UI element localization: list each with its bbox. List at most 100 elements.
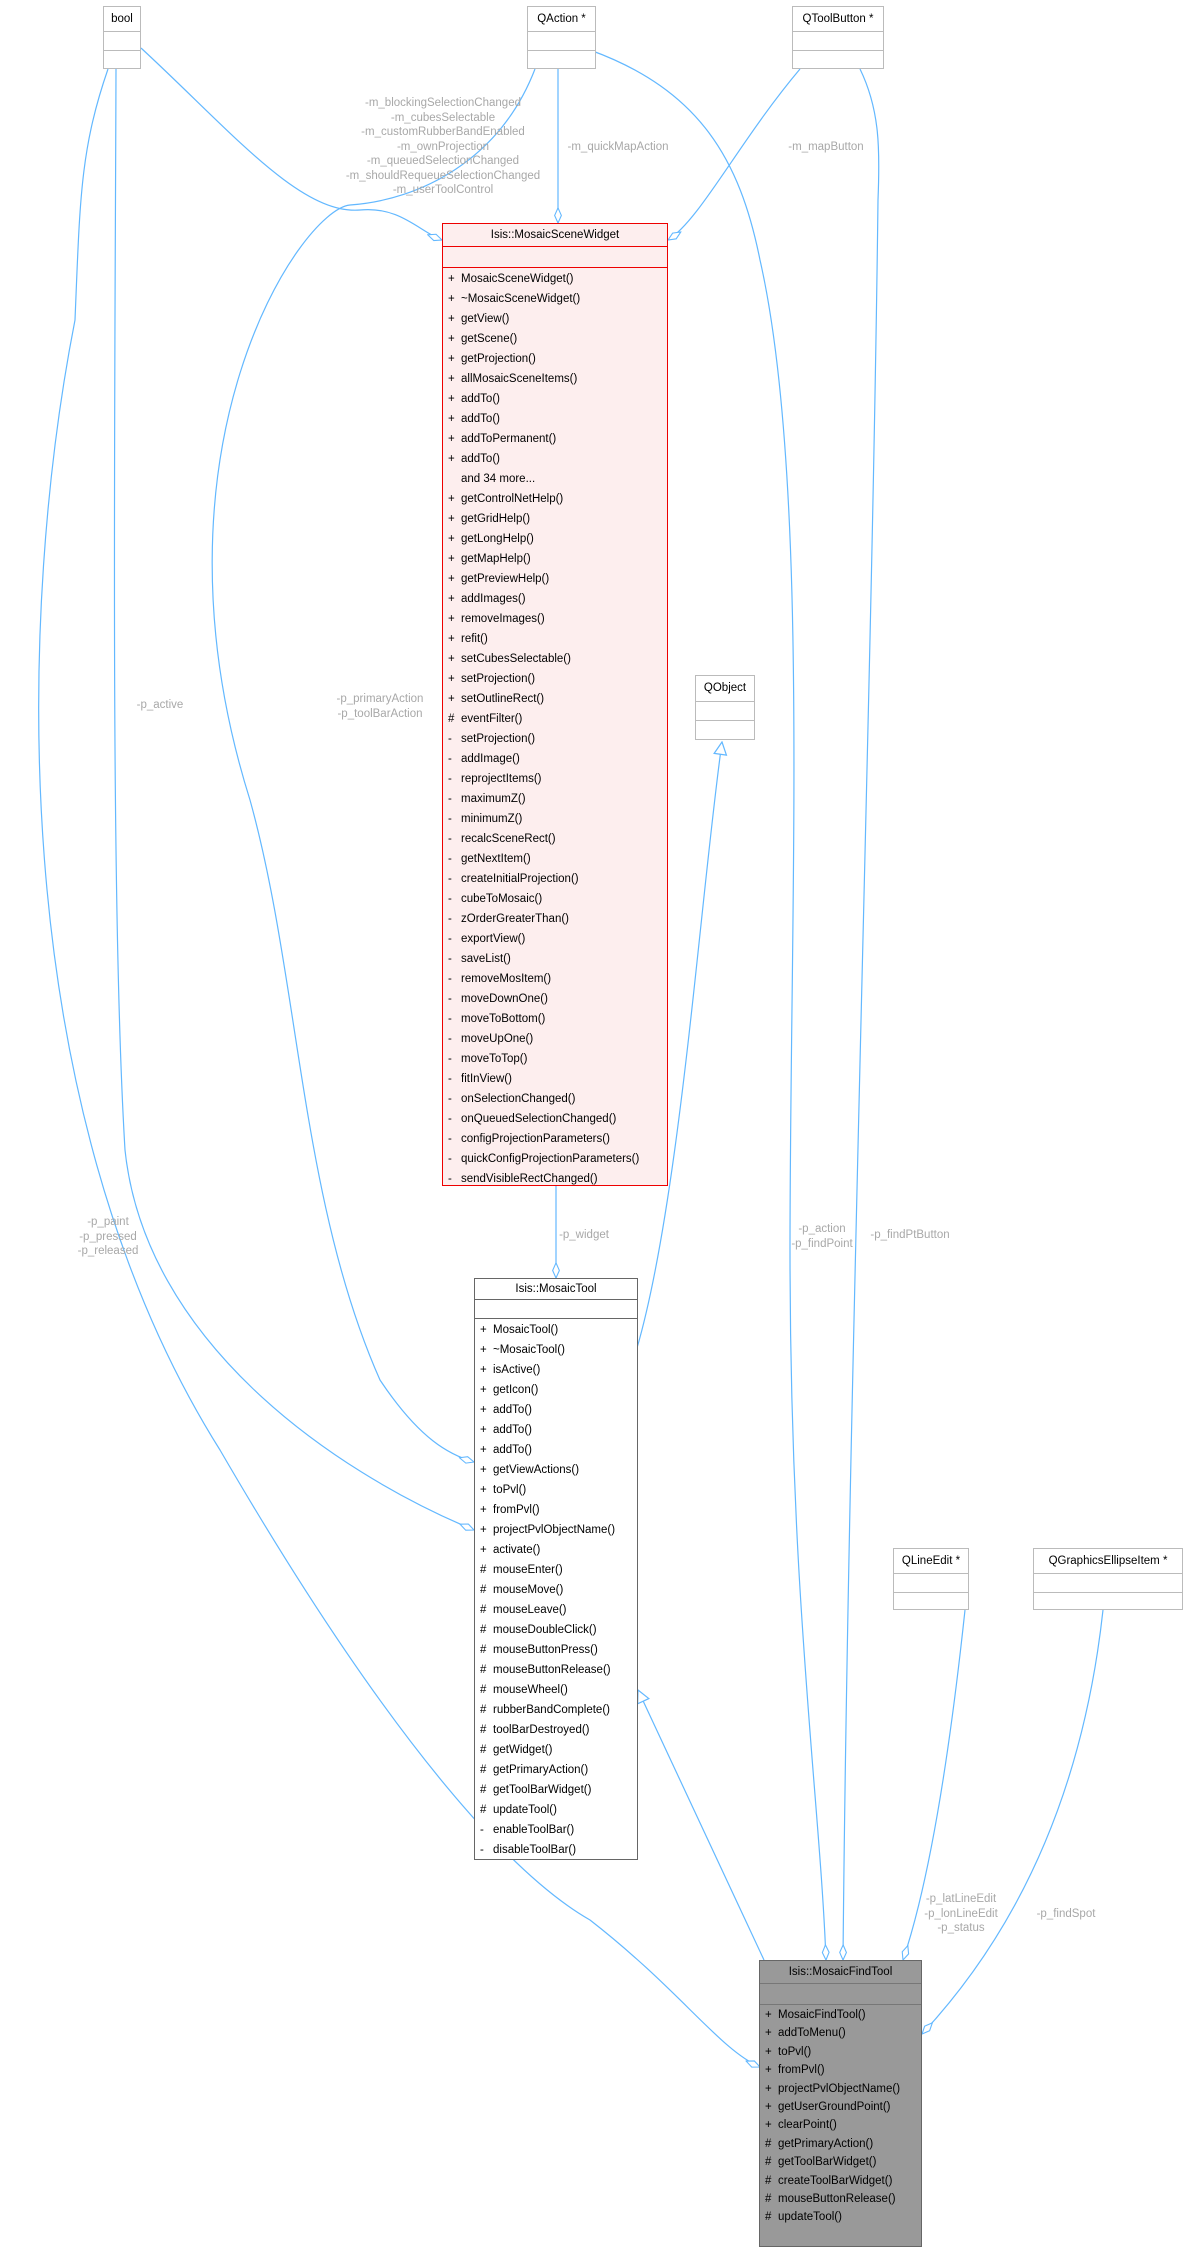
member-row[interactable]: +addToMenu()	[760, 2024, 921, 2042]
member-row[interactable]: -moveUpOne()	[443, 1029, 667, 1049]
member-row[interactable]: +getView()	[443, 309, 667, 329]
member-row[interactable]: -maximumZ()	[443, 789, 667, 809]
member-row[interactable]: +toPvl()	[760, 2043, 921, 2061]
member-row[interactable]: -fitInView()	[443, 1069, 667, 1089]
member-row[interactable]: +addTo()	[475, 1420, 637, 1440]
member-row[interactable]: +getMapHelp()	[443, 549, 667, 569]
member-row[interactable]: -setProjection()	[443, 729, 667, 749]
member-row[interactable]: #mouseLeave()	[475, 1600, 637, 1620]
member-row[interactable]: -getNextItem()	[443, 849, 667, 869]
member-row[interactable]: +fromPvl()	[760, 2061, 921, 2079]
member-row[interactable]: -removeMosItem()	[443, 969, 667, 989]
member-row[interactable]: +getScene()	[443, 329, 667, 349]
member-row[interactable]: +allMosaicSceneItems()	[443, 369, 667, 389]
member-row[interactable]: +getPreviewHelp()	[443, 569, 667, 589]
member-row[interactable]: -reprojectItems()	[443, 769, 667, 789]
member-row[interactable]: +fromPvl()	[475, 1500, 637, 1520]
member-row[interactable]: +activate()	[475, 1540, 637, 1560]
member-row[interactable]: -createInitialProjection()	[443, 869, 667, 889]
member-row[interactable]: +MosaicFindTool()	[760, 2006, 921, 2024]
member-name: mouseEnter()	[493, 1564, 563, 1576]
member-row[interactable]: +projectPvlObjectName()	[760, 2080, 921, 2098]
member-row[interactable]: -quickConfigProjectionParameters()	[443, 1149, 667, 1169]
member-row[interactable]: +addToPermanent()	[443, 429, 667, 449]
member-row[interactable]: +getIcon()	[475, 1380, 637, 1400]
member-row[interactable]: +setProjection()	[443, 669, 667, 689]
class-qgraphicsellipseitem[interactable]: QGraphicsEllipseItem *	[1033, 1548, 1183, 1610]
member-row[interactable]: #mouseEnter()	[475, 1560, 637, 1580]
member-row[interactable]: #getToolBarWidget()	[475, 1780, 637, 1800]
class-bool[interactable]: bool	[103, 6, 141, 69]
member-row[interactable]: #getPrimaryAction()	[475, 1760, 637, 1780]
member-row[interactable]: -moveToTop()	[443, 1049, 667, 1069]
member-row[interactable]: +clearPoint()	[760, 2116, 921, 2134]
member-row[interactable]: +getUserGroundPoint()	[760, 2098, 921, 2116]
member-row[interactable]: +MosaicSceneWidget()	[443, 269, 667, 289]
member-row[interactable]: -recalcSceneRect()	[443, 829, 667, 849]
class-mosaicscenewidget[interactable]: Isis::MosaicSceneWidget+MosaicSceneWidge…	[442, 223, 668, 1186]
member-row[interactable]: +setCubesSelectable()	[443, 649, 667, 669]
member-row[interactable]: #createToolBarWidget()	[760, 2172, 921, 2190]
member-row[interactable]: #getWidget()	[475, 1740, 637, 1760]
member-row[interactable]: #updateTool()	[760, 2208, 921, 2226]
class-qaction[interactable]: QAction *	[527, 6, 596, 69]
member-row[interactable]: #mouseButtonPress()	[475, 1640, 637, 1660]
member-row[interactable]: +~MosaicTool()	[475, 1340, 637, 1360]
member-row[interactable]: +addTo()	[475, 1440, 637, 1460]
member-row[interactable]: -enableToolBar()	[475, 1820, 637, 1840]
member-row[interactable]: +addTo()	[443, 449, 667, 469]
member-row[interactable]: +addImages()	[443, 589, 667, 609]
member-row[interactable]: +MosaicTool()	[475, 1320, 637, 1340]
member-row[interactable]: +~MosaicSceneWidget()	[443, 289, 667, 309]
member-row[interactable]: +addTo()	[443, 409, 667, 429]
member-row[interactable]: #updateTool()	[475, 1800, 637, 1820]
member-row[interactable]: -exportView()	[443, 929, 667, 949]
member-row[interactable]: -moveDownOne()	[443, 989, 667, 1009]
member-row[interactable]: #mouseWheel()	[475, 1680, 637, 1700]
member-row[interactable]: -addImage()	[443, 749, 667, 769]
member-row[interactable]: +getGridHelp()	[443, 509, 667, 529]
member-row[interactable]: +isActive()	[475, 1360, 637, 1380]
member-row[interactable]: -onQueuedSelectionChanged()	[443, 1109, 667, 1129]
member-row[interactable]: -sendVisibleRectChanged()	[443, 1169, 667, 1189]
member-row[interactable]: +addTo()	[443, 389, 667, 409]
class-mosaicfindtool[interactable]: Isis::MosaicFindTool+MosaicFindTool()+ad…	[759, 1960, 922, 2247]
member-row[interactable]: and 34 more...	[443, 469, 667, 489]
class-mosaictool[interactable]: Isis::MosaicTool+MosaicTool()+~MosaicToo…	[474, 1278, 638, 1860]
member-row[interactable]: -zOrderGreaterThan()	[443, 909, 667, 929]
member-row[interactable]: -minimumZ()	[443, 809, 667, 829]
member-row[interactable]: +setOutlineRect()	[443, 689, 667, 709]
member-row[interactable]: #mouseMove()	[475, 1580, 637, 1600]
attributes-section	[528, 32, 595, 51]
edge-mosaicfindtool-mosaictool-inherit	[638, 1690, 765, 1961]
member-name: addToPermanent()	[461, 433, 557, 445]
member-row[interactable]: +refit()	[443, 629, 667, 649]
class-qtoolbutton[interactable]: QToolButton *	[792, 6, 884, 69]
member-row[interactable]: #rubberBandComplete()	[475, 1700, 637, 1720]
class-qlineedit[interactable]: QLineEdit *	[893, 1548, 969, 1610]
member-row[interactable]: -moveToBottom()	[443, 1009, 667, 1029]
member-row[interactable]: #getPrimaryAction()	[760, 2135, 921, 2153]
member-row[interactable]: #mouseButtonRelease()	[475, 1660, 637, 1680]
member-row[interactable]: +getControlNetHelp()	[443, 489, 667, 509]
member-row[interactable]: +projectPvlObjectName()	[475, 1520, 637, 1540]
member-row[interactable]: +getLongHelp()	[443, 529, 667, 549]
member-row[interactable]: +addTo()	[475, 1400, 637, 1420]
member-row[interactable]: #getToolBarWidget()	[760, 2153, 921, 2171]
member-row[interactable]: #mouseButtonRelease()	[760, 2190, 921, 2208]
member-row[interactable]: #eventFilter()	[443, 709, 667, 729]
member-row[interactable]: +getProjection()	[443, 349, 667, 369]
member-row[interactable]: -disableToolBar()	[475, 1840, 637, 1860]
member-row[interactable]: -configProjectionParameters()	[443, 1129, 667, 1149]
visibility-marker: +	[765, 2082, 772, 2095]
member-row[interactable]: #toolBarDestroyed()	[475, 1720, 637, 1740]
member-row[interactable]: +getViewActions()	[475, 1460, 637, 1480]
member-row[interactable]: -cubeToMosaic()	[443, 889, 667, 909]
visibility-marker: +	[480, 1384, 487, 1396]
class-qobject[interactable]: QObject	[695, 675, 755, 740]
member-row[interactable]: -onSelectionChanged()	[443, 1089, 667, 1109]
member-row[interactable]: #mouseDoubleClick()	[475, 1620, 637, 1640]
member-row[interactable]: +removeImages()	[443, 609, 667, 629]
member-row[interactable]: +toPvl()	[475, 1480, 637, 1500]
member-row[interactable]: -saveList()	[443, 949, 667, 969]
